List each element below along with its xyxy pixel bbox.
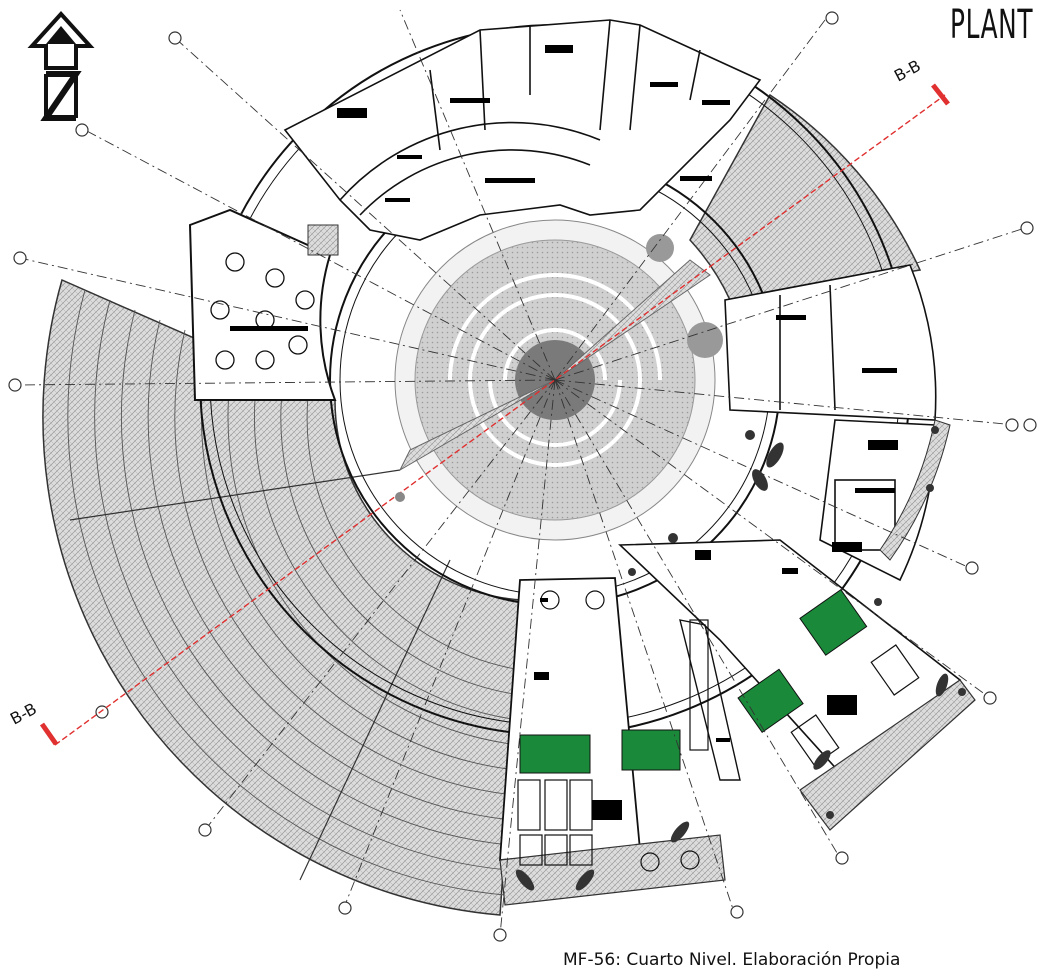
west-dining	[188, 208, 339, 401]
figure-caption: MF-56: Cuarto Nivel. Elaboración Propia	[563, 950, 901, 970]
north-offices	[283, 19, 762, 241]
south-wing	[499, 577, 726, 906]
page-title: PLANT	[950, 2, 1034, 48]
grid-markers	[8, 11, 1037, 942]
stepped-terrace	[42, 278, 523, 916]
section-label-top: B-B	[891, 56, 924, 86]
room-tags	[337, 45, 898, 820]
southeast-wing	[618, 419, 976, 831]
planting	[515, 426, 966, 891]
grid-axes	[14, 9, 1026, 936]
north-arrow-icon	[27, 11, 95, 121]
section-label-bottom: B-B	[7, 699, 40, 729]
east-offices	[724, 264, 937, 582]
